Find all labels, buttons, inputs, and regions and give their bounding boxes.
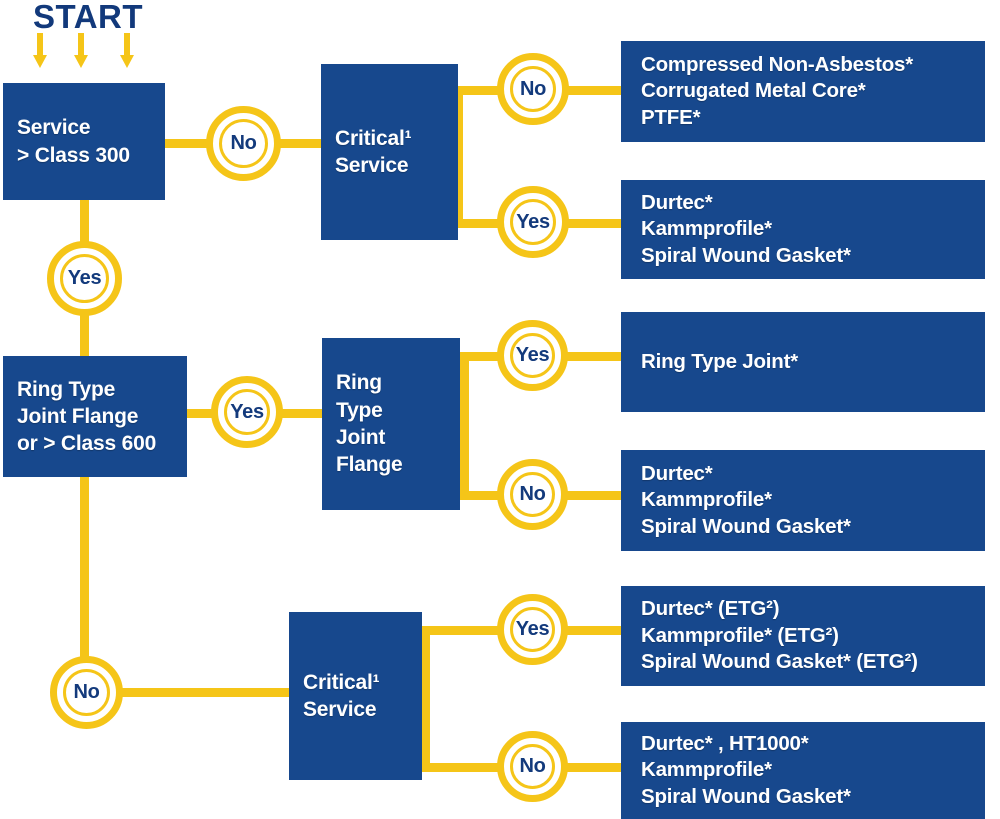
decision-circle-service-yes[interactable]: Yes: [47, 241, 122, 316]
result-label: Durtec* Kammprofile* Spiral Wound Gasket…: [641, 461, 851, 538]
connector-rtjflange-to-no: [460, 491, 505, 500]
circle-label: No: [73, 681, 100, 703]
decision-label: Ring Type Joint Flange: [336, 371, 403, 477]
circle-inner-ring: [219, 119, 268, 168]
connector-ringtype-to-yes: [187, 409, 218, 418]
connector-critical-top-to-no: [454, 86, 504, 95]
decision-circle-critical-top-no[interactable]: No: [497, 53, 569, 125]
connector-rtjflange-riser: [460, 352, 469, 499]
connector-no-to-result-4: [563, 491, 623, 500]
connector-no-to-result-6: [563, 763, 623, 772]
circle-inner-ring: [510, 607, 555, 652]
connector-service-to-no: [165, 139, 213, 148]
result-label: Ring Type Joint*: [641, 349, 799, 373]
circle-inner-ring: [510, 744, 555, 789]
circle-label: Yes: [67, 267, 102, 289]
connector-service-to-yes: [80, 198, 89, 244]
circle-label: No: [519, 483, 546, 505]
decision-label: Critical¹ Service: [303, 670, 380, 721]
decision-circle-ringtype-no[interactable]: No: [50, 656, 123, 729]
circle-inner-ring: [63, 669, 110, 716]
down-arrow-icon-3: [120, 33, 134, 68]
decision-label: Ring Type Joint Flange or > Class 600: [17, 377, 157, 456]
decision-circle-critical-bottom-no[interactable]: No: [497, 731, 568, 802]
connector-critical-bottom-to-no: [421, 763, 505, 772]
result-box-ring-type-joint[interactable]: Ring Type Joint*: [621, 312, 985, 412]
decision-circle-critical-bottom-yes[interactable]: Yes: [497, 594, 568, 665]
result-label: Durtec* Kammprofile* Spiral Wound Gasket…: [641, 190, 851, 267]
circle-label: Yes: [515, 618, 550, 640]
connector-no-to-critical-bottom: [122, 688, 292, 697]
decision-circle-ringtype-yes[interactable]: Yes: [211, 376, 283, 448]
decision-circle-rtjflange-yes[interactable]: Yes: [497, 320, 568, 391]
down-arrow-icon-2: [74, 33, 88, 68]
connector-no-to-critical-top: [273, 139, 323, 148]
circle-inner-ring: [510, 66, 556, 112]
circle-inner-ring: [224, 389, 270, 435]
decision-circle-rtjflange-no[interactable]: No: [497, 459, 568, 530]
start-label: START: [33, 0, 144, 35]
decision-label: Service > Class 300: [17, 116, 130, 167]
connector-yes-to-result-3: [563, 352, 623, 361]
connector-yes-to-ringtype: [80, 311, 89, 359]
circle-label: No: [519, 755, 546, 777]
result-box-ht1000[interactable]: Durtec* , HT1000* Kammprofile* Spiral Wo…: [621, 722, 985, 819]
down-arrow-icon-1: [33, 33, 47, 68]
decision-label: Critical¹ Service: [335, 126, 412, 177]
circle-label: Yes: [515, 344, 550, 366]
circle-inner-ring: [510, 333, 555, 378]
circle-label: Yes: [230, 400, 264, 423]
decision-circle-critical-top-yes[interactable]: Yes: [497, 186, 569, 258]
circle-label: No: [230, 132, 257, 154]
result-label: Durtec* , HT1000* Kammprofile* Spiral Wo…: [641, 731, 851, 808]
connector-yes-to-rtjflange: [278, 409, 325, 418]
result-box-etg[interactable]: Durtec* (ETG²) Kammprofile* (ETG²) Spira…: [621, 586, 985, 686]
connector-critical-bottom-riser: [421, 626, 430, 771]
decision-box-critical-service-bottom[interactable]: Critical¹ Service: [289, 612, 422, 780]
connector-yes-to-result-2: [563, 219, 623, 228]
result-label: Durtec* (ETG²) Kammprofile* (ETG²) Spira…: [641, 597, 918, 674]
circle-inner-ring: [510, 199, 556, 245]
connector-ringtype-to-no: [80, 476, 89, 659]
connector-critical-top-riser: [454, 86, 463, 226]
connector-critical-bottom-to-yes: [421, 626, 505, 635]
connector-rtjflange-to-yes: [460, 352, 505, 361]
connector-critical-top-to-yes: [454, 219, 504, 228]
connector-yes-to-result-5: [563, 626, 623, 635]
circle-label: No: [519, 77, 547, 100]
decision-box-ring-type-joint-flange-class-600[interactable]: Ring Type Joint Flange or > Class 600: [3, 356, 187, 477]
result-label: Compressed Non-Asbestos* Corrugated Meta…: [641, 52, 914, 129]
decision-box-ring-type-joint-flange[interactable]: Ring Type Joint Flange: [322, 338, 460, 510]
circle-inner-ring: [510, 472, 555, 517]
circle-inner-ring: [60, 254, 109, 303]
decision-box-critical-service-top[interactable]: Critical¹ Service: [321, 64, 458, 240]
result-box-durtec-kammprofile-swg-1[interactable]: Durtec* Kammprofile* Spiral Wound Gasket…: [621, 180, 985, 279]
connector-no-to-result-1: [563, 86, 623, 95]
circle-label: Yes: [516, 210, 550, 233]
decision-box-service-class-300[interactable]: Service > Class 300: [3, 83, 165, 200]
result-box-compressed-non-asbestos[interactable]: Compressed Non-Asbestos* Corrugated Meta…: [621, 41, 985, 142]
decision-circle-service-no[interactable]: No: [206, 106, 281, 181]
result-box-durtec-kammprofile-swg-2[interactable]: Durtec* Kammprofile* Spiral Wound Gasket…: [621, 450, 985, 551]
